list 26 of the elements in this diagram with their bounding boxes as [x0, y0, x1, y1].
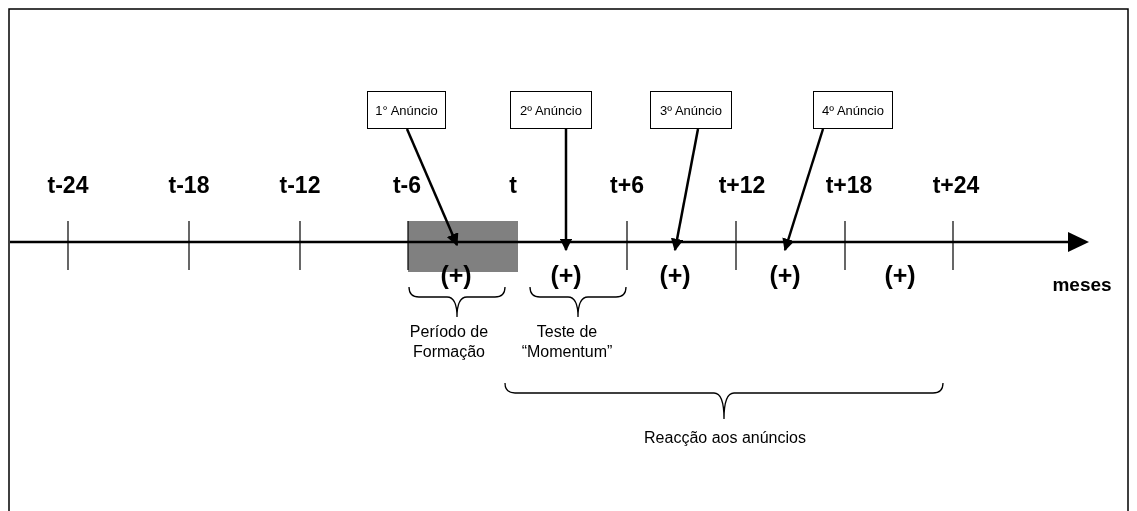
tick-label: t-6 — [392, 172, 422, 199]
tick-label: t+12 — [718, 172, 766, 199]
announcement-box: 1° Anúncio — [367, 91, 446, 129]
announcement-box: 2º Anúncio — [510, 91, 592, 129]
tick-label: t+24 — [932, 172, 980, 199]
arrow — [782, 128, 825, 252]
arrow — [559, 129, 573, 252]
plus-sign: (+) — [763, 251, 807, 290]
plus-sign: (+) — [434, 251, 478, 290]
unit-label: meses — [1052, 274, 1112, 296]
plus-sign: (+) — [878, 251, 922, 290]
arrow — [405, 128, 459, 247]
announcement-box: 4º Anúncio — [813, 91, 893, 129]
tick-label: t-12 — [279, 172, 321, 199]
tick-label: t — [509, 172, 517, 199]
period-label: Teste de “Momentum” — [520, 322, 614, 362]
period-label: Reacção aos anúncios — [644, 428, 806, 448]
tick-label: t+6 — [610, 172, 644, 199]
tick-label: t-24 — [47, 172, 89, 199]
period-label: Período de Formação — [408, 322, 490, 362]
tick-label: t+18 — [825, 172, 873, 199]
plus-sign: (+) — [653, 251, 697, 290]
arrow — [670, 128, 700, 252]
announcement-box: 3º Anúncio — [650, 91, 732, 129]
tick-label: t-18 — [168, 172, 210, 199]
plus-sign: (+) — [544, 251, 588, 290]
